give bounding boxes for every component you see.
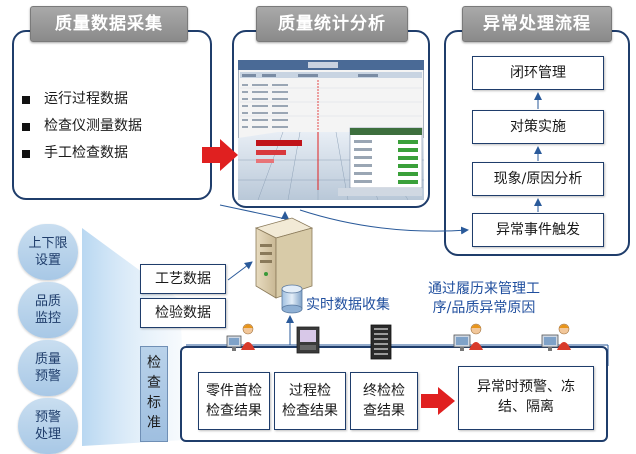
flow-step-countermeasure: 对策实施 — [472, 110, 604, 144]
collect-title: 质量数据采集 — [30, 6, 188, 42]
flow-step-trigger: 异常事件触发 — [472, 213, 604, 247]
bubble-warning-handling: 预警处理 — [18, 398, 78, 454]
process-title: 异常处理流程 — [462, 6, 612, 42]
collect-item: 手工检查数据 — [22, 140, 142, 167]
monitor-operator-icon — [541, 323, 571, 351]
first-article-result: 零件首检 检查结果 — [198, 372, 270, 430]
flow-step-closed-loop: 闭环管理 — [472, 56, 604, 90]
database-icon — [281, 284, 303, 314]
red-arrow-icon — [202, 139, 238, 171]
inspect-data-label: 检验数据 — [140, 298, 226, 328]
rack-cabinet-icon — [370, 324, 392, 360]
red-arrow-icon — [421, 387, 455, 415]
collect-item: 运行过程数据 — [22, 86, 142, 113]
process-data-label: 工艺数据 — [140, 264, 226, 294]
collect-panel — [12, 30, 212, 200]
monitor-operator-icon — [453, 323, 483, 351]
bullet-square-icon — [22, 95, 30, 104]
bullet-square-icon — [22, 149, 30, 158]
final-inspection-result: 终检检 查结果 — [350, 372, 418, 430]
flow-step-analysis: 现象/原因分析 — [472, 162, 604, 196]
realtime-label: 实时数据收集 — [306, 297, 390, 313]
in-process-result: 过程检 检查结果 — [274, 372, 346, 430]
inspection-device-icon — [296, 326, 320, 354]
operator-monitor-icon — [226, 323, 255, 351]
bubble-quality-warning: 质量预警 — [18, 340, 78, 396]
collect-list: 运行过程数据 检查仪测量数据 手工检查数据 — [22, 86, 142, 167]
bullet-square-icon — [22, 122, 30, 131]
bubble-limit-setting: 上下限设置 — [18, 224, 78, 280]
analysis-title: 质量统计分析 — [256, 6, 408, 42]
server-icon — [254, 217, 314, 299]
history-note: 通过履历来管理工 序/品质异常原因 — [428, 281, 540, 316]
inspection-standard: 检 查 标 准 — [140, 346, 168, 442]
alarm-freeze-isolate: 异常时预警、冻 结、隔离 — [458, 366, 594, 430]
bubble-quality-monitor: 品质监控 — [18, 282, 78, 338]
analysis-screenshot — [238, 60, 424, 200]
collect-item: 检查仪测量数据 — [22, 113, 142, 140]
